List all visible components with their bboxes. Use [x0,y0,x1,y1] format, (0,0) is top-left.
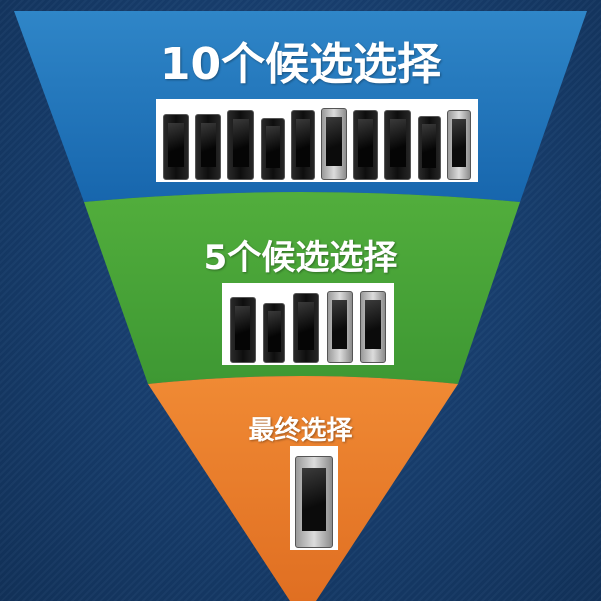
phone-image [326,291,353,363]
phone-image [321,108,348,180]
stage-2-label: 5个候选选择 [203,238,398,278]
phone-image [417,116,441,180]
phone-image [229,297,256,363]
phone-image [227,110,255,180]
phone-image [263,303,286,363]
phone-image [292,293,319,363]
phone-image [260,118,285,180]
phone-image [163,114,190,180]
stage-3-label: 最终选择 [248,416,353,446]
phone-image-strip-final [290,446,338,550]
phone-image [290,110,315,180]
phone-image [295,456,333,548]
phone-image [353,110,379,180]
phone-image [446,110,471,180]
stage-1-label: 10个候选选择 [159,39,442,90]
phone-image [360,291,387,363]
phone-image-strip-10 [156,99,478,182]
phone-image [195,114,222,180]
phone-image-strip-5 [222,283,394,365]
phone-image [384,110,412,180]
